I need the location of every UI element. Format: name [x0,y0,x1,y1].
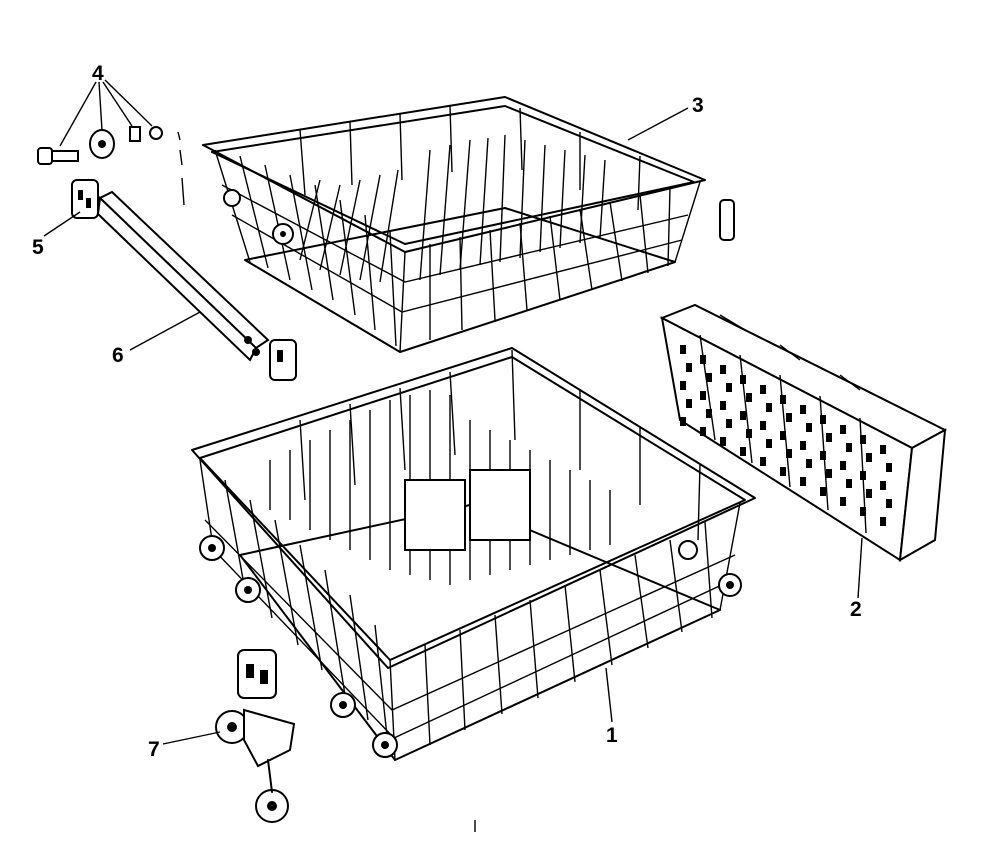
basket-perforation [886,463,892,472]
fastener-parts [37,126,163,165]
callout-numbers: 4 5 6 3 2 1 7 [32,62,862,761]
basket-perforation [780,395,786,404]
basket-perforation [740,447,746,456]
basket-perforation [840,497,846,506]
basket-perforation [740,375,746,384]
basket-perforation [726,419,732,428]
basket-perforation [766,403,772,412]
basket-perforation [800,405,806,414]
basket-perforation [860,435,866,444]
basket-perforation [700,391,706,400]
basket-perforation [760,421,766,430]
upper-rack [202,96,735,353]
basket-perforation [800,441,806,450]
basket-perforation [806,423,812,432]
basket-perforation [680,417,686,426]
callout-2: 2 [850,598,862,621]
callout-7: 7 [148,738,160,761]
basket-perforation [720,365,726,374]
basket-perforation [880,481,886,490]
basket-perforation [840,461,846,470]
basket-perforation [746,429,752,438]
basket-perforation [706,409,712,418]
callout-3: 3 [692,94,704,117]
lower-rack [191,347,756,761]
basket-perforation [680,381,686,390]
basket-perforation [806,459,812,468]
basket-perforation [880,517,886,526]
basket-perforation [846,443,852,452]
basket-perforation [700,355,706,364]
basket-perforation [840,425,846,434]
basket-perforation [786,449,792,458]
basket-perforation [820,415,826,424]
callout-4: 4 [92,62,104,85]
callout-1: 1 [606,724,618,747]
basket-perforation [766,439,772,448]
basket-perforation [780,467,786,476]
basket-perforation [686,399,692,408]
wheel-assembly-part [215,649,296,823]
basket-perforation [760,385,766,394]
basket-perforation [866,453,872,462]
basket-perforation [700,427,706,436]
basket-perforation [860,507,866,516]
basket-perforation [860,471,866,480]
basket-perforation [760,457,766,466]
rail-part [96,190,297,381]
callout-6: 6 [112,344,124,367]
bracket-part [71,179,99,219]
basket-perforation [820,451,826,460]
basket-perforation [820,487,826,496]
callout-leaders [43,79,863,832]
callout-5: 5 [32,236,44,259]
basket-perforation [686,363,692,372]
basket-perforation [680,345,686,354]
basket-perforation [800,477,806,486]
basket-perforation [740,411,746,420]
basket-perforation [706,373,712,382]
basket-perforation [780,431,786,440]
basket-perforation [826,433,832,442]
basket-perforation [720,401,726,410]
basket-perforation [846,479,852,488]
silverware-basket [659,303,948,562]
basket-perforation [746,393,752,402]
basket-perforation [826,469,832,478]
basket-perforation [880,445,886,454]
basket-perforation [786,413,792,422]
basket-perforation [866,489,872,498]
basket-perforation [720,437,726,446]
basket-perforation [886,499,892,508]
basket-perforation [726,383,732,392]
